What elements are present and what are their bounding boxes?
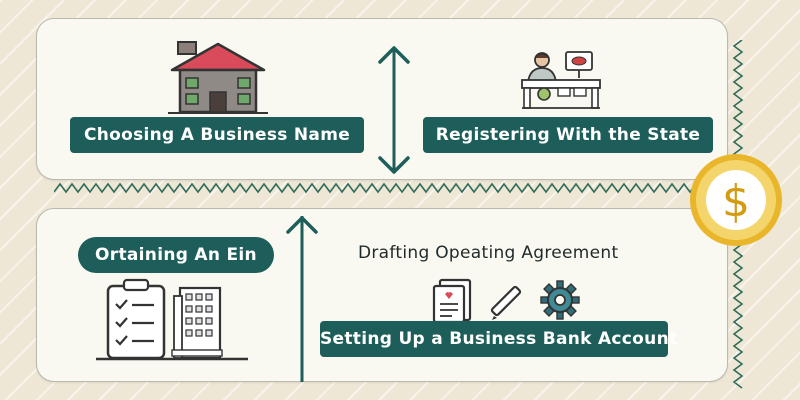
step-setting-up-bank-account: Setting Up a Business Bank Account [320, 321, 677, 357]
up-arrow-icon [286, 216, 318, 382]
step-drafting-operating-agreement: Drafting Opeating Agreement [358, 243, 619, 263]
pen-icon [490, 285, 522, 320]
house-icon [168, 41, 268, 114]
zigzag-divider-horizontal [54, 182, 739, 194]
step-registering-with-state: Registering With the State [423, 117, 713, 153]
svg-text:$: $ [722, 176, 750, 227]
step-obtaining-ein: Ortaining An Ein [78, 237, 274, 273]
office-building-icon [96, 286, 248, 361]
clerk-desk-icon [521, 51, 601, 109]
gear-icon [540, 280, 580, 320]
document-icon [432, 278, 472, 324]
top-card [36, 18, 728, 180]
double-arrow-icon [378, 46, 410, 174]
dollar-coin-icon: $ [690, 154, 782, 246]
step-choosing-business-name: Choosing A Business Name [70, 117, 364, 153]
